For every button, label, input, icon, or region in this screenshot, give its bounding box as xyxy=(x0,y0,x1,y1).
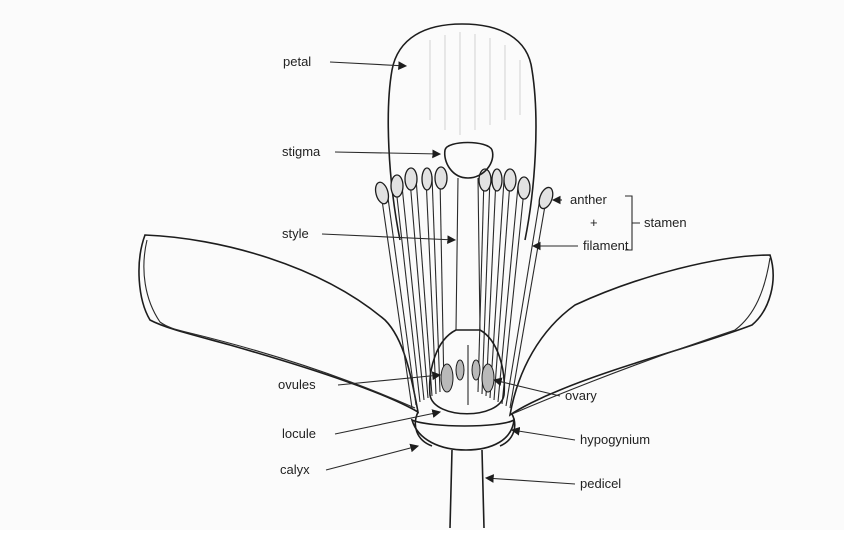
label-calyx: calyx xyxy=(280,462,310,477)
label-locule: locule xyxy=(282,426,316,441)
label-hypogynium: hypogynium xyxy=(580,432,650,447)
label-anther: anther xyxy=(570,192,608,207)
calyx xyxy=(415,412,514,446)
petal-right xyxy=(510,255,773,415)
style xyxy=(456,178,480,330)
petal-upright xyxy=(388,24,536,240)
label-ovules: ovules xyxy=(278,377,316,392)
label-stigma: stigma xyxy=(282,144,321,159)
petal-stippling xyxy=(430,32,520,135)
hypogynium xyxy=(412,420,514,450)
label-pedicel: pedicel xyxy=(580,476,621,491)
label-ovary: ovary xyxy=(565,388,597,403)
pedicel xyxy=(450,450,484,528)
label-style: style xyxy=(282,226,309,241)
label-filament: filament xyxy=(583,238,629,253)
label-stamen: stamen xyxy=(644,215,687,230)
label-plus: + xyxy=(590,215,598,230)
label-petal: petal xyxy=(283,54,311,69)
anthers xyxy=(373,167,555,210)
leader-lines xyxy=(322,62,578,484)
